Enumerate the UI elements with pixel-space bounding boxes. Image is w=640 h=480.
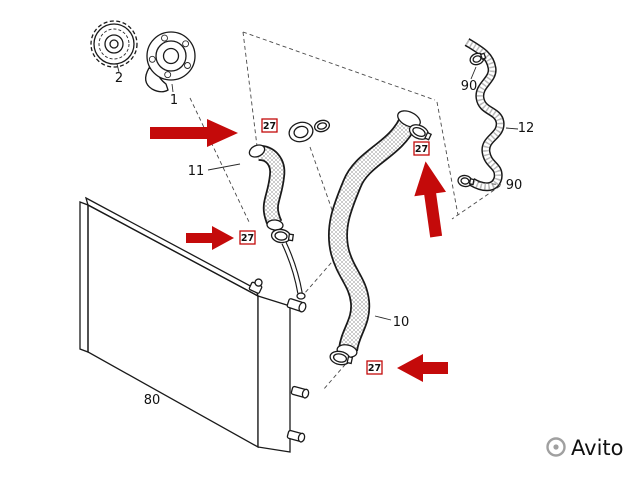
highlight-arrow-mid-left xyxy=(186,226,234,250)
clamp-marker-4: 27 xyxy=(366,360,383,375)
construction-line xyxy=(436,101,459,216)
right-hose-group xyxy=(457,38,519,192)
clamp-marker-number: 27 xyxy=(368,363,381,374)
clamp-marker-2: 27 xyxy=(239,230,256,245)
main-hose-bottom-clamp xyxy=(329,350,354,366)
clamp-marker-3: 27 xyxy=(413,141,430,156)
avito-logo-icon xyxy=(546,437,566,457)
main-hose-label: 10 xyxy=(393,315,410,330)
highlight-arrow-bottom-left xyxy=(397,354,448,382)
radiator-core xyxy=(87,203,259,449)
water-pump-label: 1 xyxy=(170,93,178,108)
leader-line xyxy=(477,181,502,186)
clamp-marker-box xyxy=(239,230,256,245)
upper-hose-bottom-collar xyxy=(266,219,284,231)
pulley-drawing xyxy=(90,20,138,73)
water-pump-drawing xyxy=(145,31,196,93)
main-hose-top-clamp xyxy=(408,124,433,141)
radiator-tank xyxy=(257,295,291,453)
radiator-stub xyxy=(286,298,307,313)
radiator-stub xyxy=(286,429,306,443)
highlight-arrow-upper-left xyxy=(150,119,238,147)
radiator-left-frame xyxy=(79,201,89,353)
upper-hose-top-clamp xyxy=(313,119,331,133)
upper-hose-label: 11 xyxy=(188,164,205,179)
main-hose-top-collar xyxy=(397,110,421,128)
highlight-arrow-up xyxy=(414,161,447,238)
watermark-group: Avito xyxy=(546,436,623,460)
radiator-filler-neck xyxy=(248,278,263,294)
leader-line xyxy=(374,315,392,321)
clamp-marker-box xyxy=(366,360,383,375)
upper-hose-bottom-clamp xyxy=(270,228,295,244)
leader-line xyxy=(207,163,241,171)
construction-line xyxy=(451,185,501,220)
radiator-top-frame xyxy=(84,196,260,298)
upper-hose-group xyxy=(207,119,331,300)
construction-line xyxy=(242,31,258,147)
clamp-marker-box xyxy=(261,118,278,133)
leader-line xyxy=(470,66,477,80)
clamp-marker-number: 27 xyxy=(263,121,276,132)
clamp-marker-number: 27 xyxy=(241,233,254,244)
clamp-marker-box xyxy=(413,141,430,156)
main-hose-group xyxy=(327,110,433,366)
clamp-90-mid-label: 90 xyxy=(506,178,523,193)
radiator-stub xyxy=(290,385,310,399)
clamp-marker-number: 27 xyxy=(415,144,428,155)
upper-hose-flange-ring xyxy=(288,121,314,143)
highlight-arrows xyxy=(150,119,448,382)
leader-line xyxy=(505,127,519,130)
right-hose-label: 12 xyxy=(518,121,535,136)
radiator-group xyxy=(79,196,310,453)
radiator-label: 80 xyxy=(144,393,161,408)
clamp-marker-1: 27 xyxy=(261,118,278,133)
clamp-90-top xyxy=(469,52,487,66)
pulley-label: 2 xyxy=(115,71,123,86)
upper-hose-top-collar xyxy=(248,144,266,158)
clamp-90-top-label: 90 xyxy=(461,79,478,94)
watermark-text: Avito xyxy=(571,436,623,460)
construction-line xyxy=(242,31,436,101)
clamp-90-mid xyxy=(457,174,475,188)
construction-line xyxy=(189,97,251,225)
construction-line xyxy=(309,146,346,248)
